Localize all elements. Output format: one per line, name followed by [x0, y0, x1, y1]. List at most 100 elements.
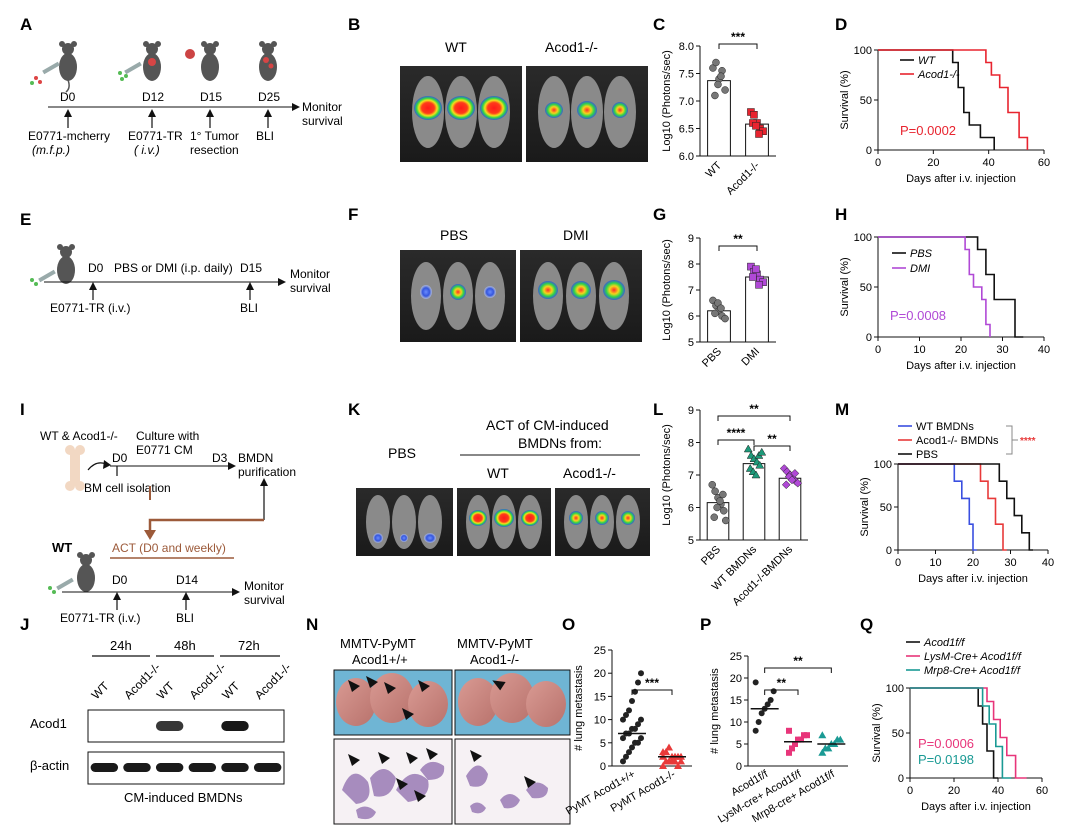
lane-label: WT [89, 679, 113, 703]
y-tick-label: 8 [688, 259, 694, 271]
x-tick-label: 20 [948, 785, 960, 797]
y-tick-label: 20 [730, 673, 742, 685]
y-tick-label: 50 [880, 502, 892, 514]
data-point [798, 736, 804, 743]
x-tick-label: 60 [1038, 157, 1050, 169]
data-point [767, 697, 774, 703]
mouse-icon [77, 552, 95, 592]
sig-label: *** [731, 30, 745, 44]
sig-bracket [1006, 425, 1018, 455]
sig-bracket [717, 415, 791, 421]
data-point [720, 507, 728, 515]
series-line [898, 463, 1033, 551]
panel-label-h: H [835, 205, 847, 224]
y-axis-label: Survival (%) [859, 477, 871, 536]
y-tick-label: 7.5 [679, 69, 694, 81]
p-value: P=0.0006 [918, 736, 974, 751]
genotype-label: Acod1-/- [470, 652, 519, 667]
p-value: P=0.0198 [918, 752, 974, 767]
bli-label: BLI [176, 611, 194, 625]
panel-e-timeline: D0 PBS or DMI (i.p. daily) D15 Monitor s… [30, 244, 331, 315]
data-point [752, 122, 760, 130]
data-point [836, 735, 845, 743]
act-label: ACT (D0 and weekly) [112, 541, 226, 555]
event-label: BLI [256, 129, 274, 143]
x-axis-label: Days after i.v. injection [918, 573, 1028, 585]
p-value: P=0.0008 [890, 308, 946, 323]
y-tick-label: 0 [866, 332, 872, 344]
p-value: P=0.0002 [900, 123, 956, 138]
data-point [719, 490, 727, 499]
data-point [708, 481, 716, 489]
mouse-icon [259, 41, 277, 81]
culture-label: Culture with [136, 429, 199, 443]
blot-band [90, 763, 119, 772]
data-point [626, 749, 632, 756]
event-label: E0771-mcherry [28, 129, 110, 143]
sig-label: *** [645, 676, 659, 690]
data-point [638, 670, 644, 677]
x-tick-label: 10 [929, 557, 941, 569]
bm-label: BM cell isolation [84, 481, 171, 495]
bli-label: BLI [240, 301, 258, 315]
data-point [712, 58, 720, 67]
data-point [713, 503, 721, 512]
legend-label: LysM-Cre+ Acod1f/f [924, 651, 1022, 663]
y-tick-label: 0 [898, 773, 904, 785]
panel-a-timeline: D0 D12 D15 D25 Monitor survival E0771-mc… [28, 41, 343, 157]
series-line [898, 463, 977, 551]
legend-label: Mrp8-Cre+ Acod1f/f [924, 665, 1021, 677]
x-tick-label: 0 [875, 344, 881, 356]
legend-label: PBS [910, 248, 933, 260]
data-point [755, 281, 763, 289]
data-point [716, 497, 724, 505]
y-tick-label: 8.0 [679, 41, 694, 53]
data-point [659, 762, 667, 769]
mouse-icon [143, 41, 161, 81]
x-tick-label: 40 [992, 785, 1004, 797]
day-label: D3 [212, 451, 228, 465]
y-axis-label: Survival (%) [839, 70, 851, 129]
y-tick-label: 0 [866, 145, 872, 157]
y-tick-label: 50 [860, 282, 872, 294]
data-point [804, 732, 810, 739]
x-tick-label: WT [704, 159, 725, 180]
x-tick-label: DMI [739, 346, 762, 369]
data-point [750, 111, 758, 119]
tumor-icon [185, 49, 195, 59]
y-tick-label: 15 [594, 691, 606, 703]
data-point [789, 745, 795, 752]
y-tick-label: 20 [594, 668, 606, 680]
time-label: 48h [174, 638, 196, 653]
data-point [714, 80, 722, 89]
sig-bracket [718, 245, 758, 251]
data-point [711, 309, 719, 318]
y-tick-label: 10 [730, 717, 742, 729]
day-label: D12 [142, 90, 164, 104]
data-point [757, 447, 767, 456]
data-point [786, 727, 792, 734]
data-point [620, 716, 626, 723]
y-tick-label: 6.5 [679, 124, 694, 136]
day-label: D0 [112, 573, 128, 587]
mouse-icon [201, 41, 219, 81]
panel-label-k: K [348, 400, 361, 419]
data-point [790, 469, 800, 478]
x-tick-label: 10 [913, 344, 925, 356]
bmdn-label: BMDN [238, 451, 273, 465]
data-point [662, 748, 670, 756]
x-tick-label: PBS [700, 346, 724, 370]
data-point [786, 749, 792, 756]
x-tick-label: Acod1-/- [724, 159, 762, 197]
y-tick-label: 50 [892, 728, 904, 740]
y-axis-label: # lung metastasis [709, 668, 721, 754]
data-point [751, 470, 761, 479]
data-point [721, 86, 729, 94]
y-tick-label: 50 [860, 95, 872, 107]
day-label: D0 [88, 261, 104, 275]
